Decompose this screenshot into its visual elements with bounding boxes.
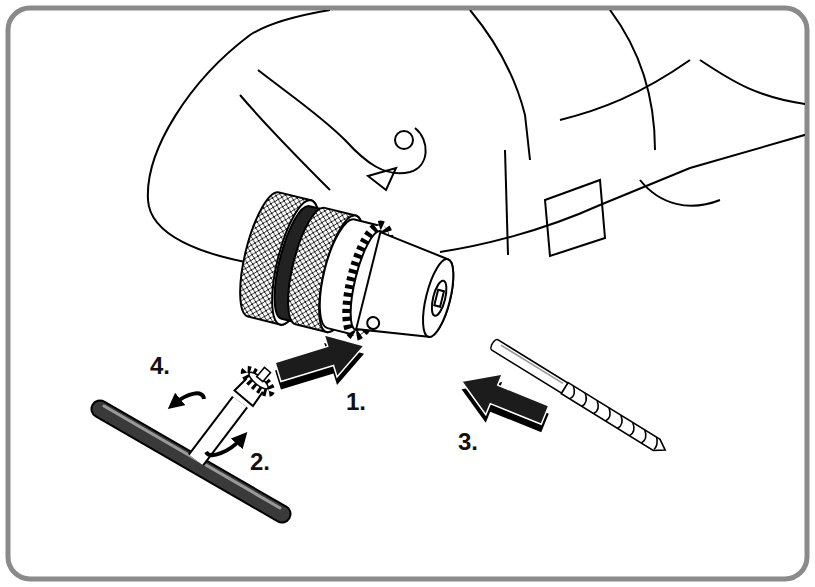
key-gear-teeth [241, 366, 275, 397]
grip-outline [258, 70, 426, 173]
chuck-key [100, 359, 282, 514]
key-pilot [257, 367, 271, 381]
key-shaft [196, 402, 240, 460]
flute-lines [566, 386, 660, 451]
key-handle [100, 409, 282, 514]
grip-line [240, 95, 330, 190]
vent-panel [545, 180, 605, 256]
chuck-bore [429, 279, 449, 317]
drill-housing [148, 10, 805, 265]
chuck-front-face [417, 256, 460, 339]
drill-bit [489, 338, 669, 456]
housing-line [610, 10, 655, 150]
callout-number: 2. [250, 450, 270, 474]
callout-number: 4. [150, 354, 170, 378]
housing-lower-edge [440, 132, 805, 252]
arrow-face [272, 325, 371, 393]
trigger-line [640, 180, 720, 206]
insert-key-arrow [272, 325, 371, 393]
key-handle-highlight [104, 406, 280, 508]
grip-hole [395, 131, 413, 149]
chuck-nose [356, 232, 462, 349]
bit-shank [489, 338, 568, 393]
key-shaft [196, 402, 240, 460]
housing-line [470, 10, 530, 160]
callout-number: 3. [458, 430, 478, 454]
chuck-jaw-opening [434, 290, 444, 307]
chuck [231, 188, 466, 363]
key-handle [100, 409, 282, 514]
key-gear [231, 359, 281, 409]
housing-line [560, 60, 690, 120]
direction-mark [368, 168, 396, 190]
callout-number: 1. [346, 390, 366, 414]
key-hole [366, 316, 381, 331]
turn-arrow [206, 438, 242, 455]
housing-line [700, 60, 805, 105]
shank-highlight [501, 345, 563, 383]
bit-flutes [561, 383, 668, 456]
turn-arrow [174, 393, 204, 404]
frame [8, 8, 807, 579]
